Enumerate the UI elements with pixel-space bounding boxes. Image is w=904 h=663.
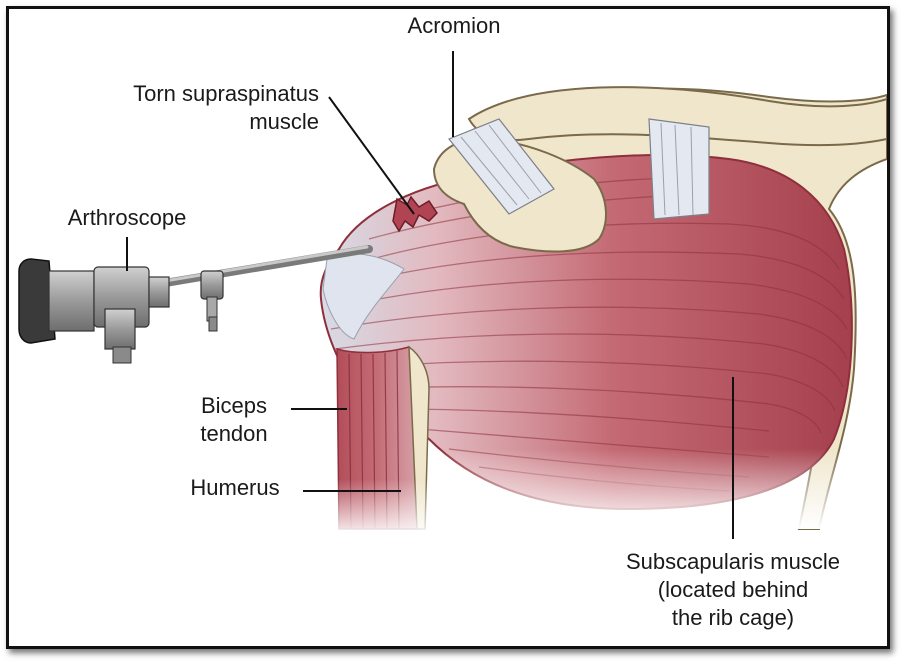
subscapularis-label-line1: Subscapularis muscle bbox=[626, 549, 840, 574]
acromion-label: Acromion bbox=[407, 13, 501, 38]
arthroscope-label: Arthroscope bbox=[67, 205, 187, 230]
subscapularis-label-line2: (located behind bbox=[657, 577, 809, 602]
tendon-insertion bbox=[322, 253, 405, 340]
biceps-label-line1: Biceps bbox=[200, 393, 268, 418]
supraspinatus-tear bbox=[392, 195, 438, 233]
shoulder-illustration bbox=[18, 51, 887, 539]
humerus-label: Humerus bbox=[190, 475, 280, 500]
leader-lines bbox=[126, 51, 734, 539]
clavicle-bone bbox=[467, 86, 887, 147]
subscapularis-label-line3: the rib cage) bbox=[671, 605, 795, 630]
supraspinatus-leader bbox=[328, 96, 415, 215]
torn-supraspinatus-label-line1: Torn supraspinatus bbox=[133, 81, 319, 106]
biceps-label-line2: tendon bbox=[200, 421, 268, 446]
arthroscope bbox=[18, 245, 373, 364]
torn-supraspinatus-label-line2: muscle bbox=[249, 109, 319, 134]
diagram-frame: Acromion Torn supraspinatus muscle Arthr… bbox=[6, 6, 890, 649]
